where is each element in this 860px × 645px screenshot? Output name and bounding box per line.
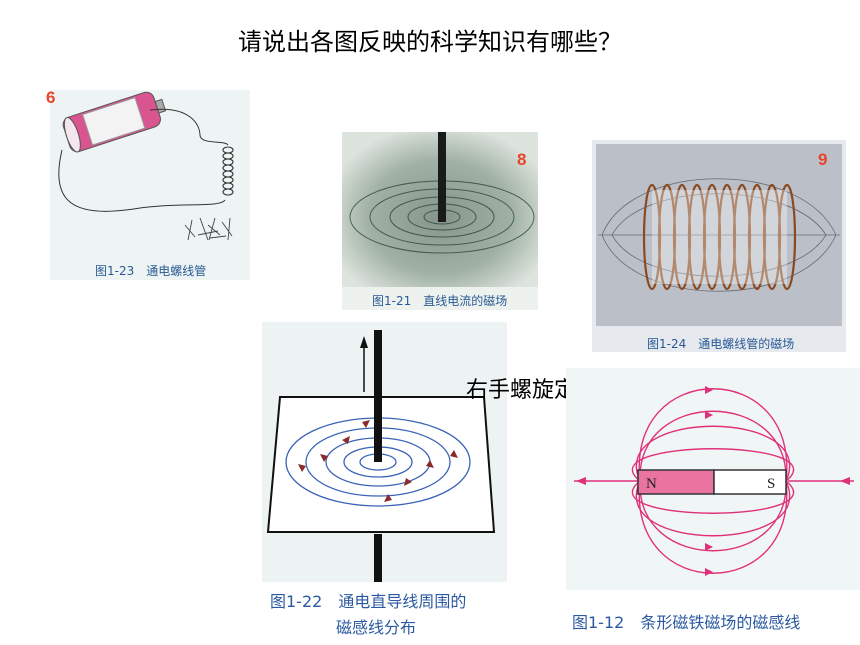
pole-s-label: S xyxy=(767,476,775,492)
figure-number-6: 6 xyxy=(46,88,56,107)
figure-caption-22-line1: 图1-22 通电直导线周围的 xyxy=(270,592,467,611)
figure-caption-12: 图1-12 条形磁铁磁场的磁感线 xyxy=(572,613,801,632)
solenoid-filings-illustration xyxy=(596,144,842,326)
figure-wire-field-lines xyxy=(262,322,507,582)
figure-caption-8: 图1-21 直线电流的磁场 xyxy=(372,294,508,308)
solenoid-battery-illustration xyxy=(58,91,234,241)
figure-caption-9: 图1-24 通电螺线管的磁场 xyxy=(647,337,795,351)
figure-straight-wire-field xyxy=(342,132,538,310)
figure-caption-22: 图1-22 通电直导线周围的 磁感线分布 xyxy=(270,589,466,641)
figure-caption-22-line2: 磁感线分布 xyxy=(336,618,417,637)
page-title: 请说出各图反映的科学知识有哪些？ xyxy=(238,28,622,56)
figure-solenoid-field xyxy=(592,140,846,352)
wire-field-lines-diagram xyxy=(266,330,496,582)
bar-magnet-field-diagram: N S xyxy=(574,386,854,576)
pole-n-label: N xyxy=(646,476,657,492)
figure-bar-magnet-field: N S xyxy=(566,368,860,590)
figure-caption-6: 图1-23 通电螺线管 xyxy=(95,264,207,278)
iron-filings-illustration xyxy=(342,132,538,287)
figure-number-8: 8 xyxy=(517,150,527,169)
figure-number-9: 9 xyxy=(818,150,828,169)
figure-solenoid-battery xyxy=(50,90,250,280)
